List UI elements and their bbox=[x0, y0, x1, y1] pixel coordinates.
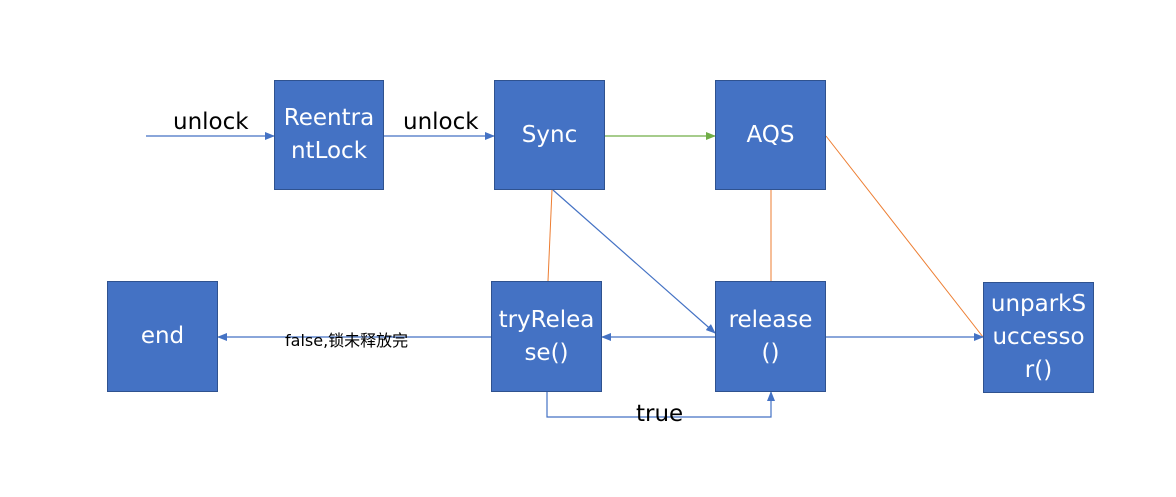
node-sync: Sync bbox=[494, 80, 605, 190]
node-unpark-successor: unparkSuccessor() bbox=[983, 282, 1094, 393]
node-aqs: AQS bbox=[715, 80, 826, 190]
edge-label-unlock-in: unlock bbox=[173, 109, 249, 135]
node-reentrantlock-label: ReentrantLock bbox=[283, 105, 375, 164]
connector-sync-tryrelease bbox=[547, 189, 553, 282]
connector-aqs-unpark bbox=[825, 135, 984, 338]
node-tryrelease: tryRelease() bbox=[491, 281, 602, 392]
node-release: release() bbox=[715, 281, 826, 392]
edge-label-false: false,锁未释放完 bbox=[285, 331, 409, 350]
node-reentrantlock: ReentrantLock bbox=[274, 80, 384, 190]
node-end-label: end bbox=[140, 323, 185, 349]
edge-label-true: true bbox=[636, 401, 684, 427]
node-tryrelease-label: tryRelease() bbox=[498, 306, 595, 366]
node-aqs-label: AQS bbox=[746, 121, 795, 148]
node-end: end bbox=[107, 281, 218, 392]
node-release-label: release() bbox=[728, 306, 813, 366]
arrow-tryrelease-true-to-release bbox=[546, 391, 775, 418]
node-sync-label: Sync bbox=[521, 121, 578, 148]
node-unpark-successor-label: unparkSuccessor() bbox=[990, 291, 1087, 383]
arrow-sync-to-release bbox=[552, 189, 716, 334]
edge-label-unlock-mid: unlock bbox=[403, 109, 479, 135]
